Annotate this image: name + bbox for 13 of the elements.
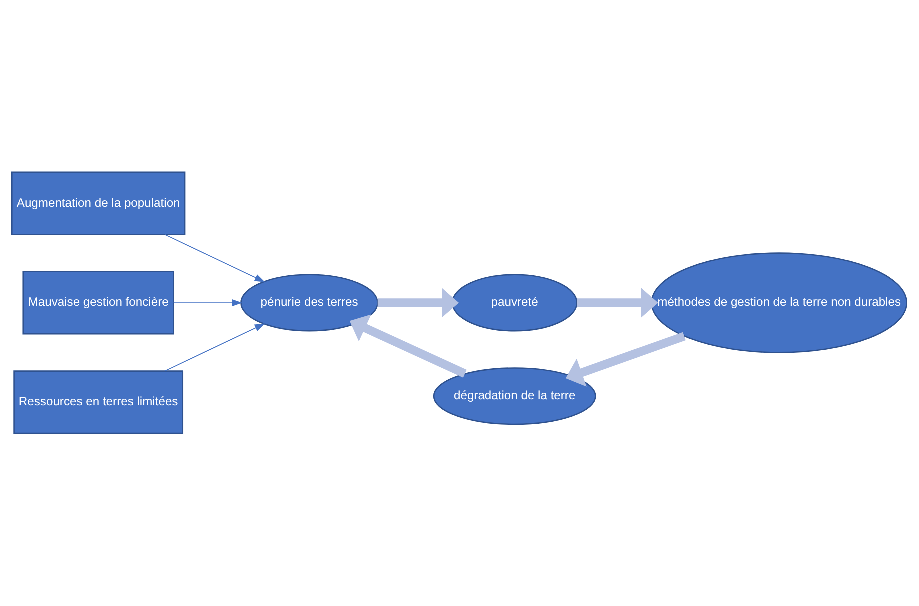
- node-box: Mauvaise gestion foncière: [22, 271, 174, 335]
- node-box: Augmentation de la population: [11, 172, 186, 236]
- node-box: Ressources en terres limitées: [14, 370, 184, 434]
- arrow: [577, 288, 658, 318]
- arrow: [566, 332, 686, 387]
- arrow: [164, 324, 266, 372]
- node-ellipse: pauvreté: [452, 274, 578, 332]
- arrow: [350, 314, 467, 378]
- arrow: [378, 288, 460, 318]
- arrow: [164, 234, 266, 282]
- arrow: [173, 299, 242, 307]
- node-ellipse: dégradation de la terre: [433, 368, 596, 426]
- node-ellipse: méthodes de gestion de la terre non durables: [651, 252, 908, 354]
